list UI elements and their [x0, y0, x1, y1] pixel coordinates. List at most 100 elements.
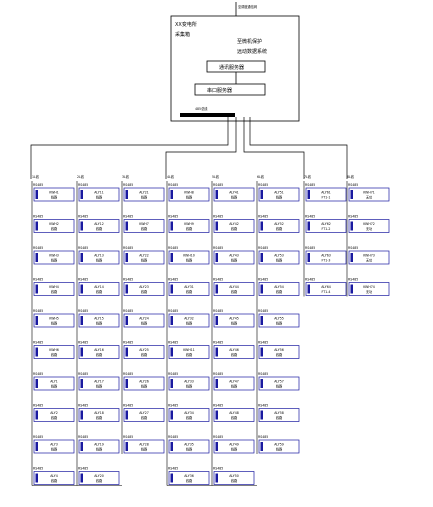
meter-tag: RS485 — [213, 467, 223, 471]
meter-sub: 线路 — [51, 226, 58, 231]
meter-name: ALY62 — [321, 222, 331, 226]
meter-terminal — [260, 253, 263, 262]
meter-name: ALY3 — [50, 443, 58, 447]
meter-box — [33, 408, 75, 422]
meter-box — [33, 282, 75, 296]
meter-name: KWH9 — [184, 222, 194, 226]
meter-name: ALY56 — [274, 348, 284, 352]
meter-box — [258, 187, 300, 202]
meter-name: ALY20 — [94, 474, 104, 478]
meter-sub: 线路 — [51, 258, 58, 263]
meter-sub: 线路 — [231, 384, 238, 389]
meter-box — [33, 187, 75, 202]
meter-sub: 线路 — [51, 352, 58, 357]
meter-terminal — [80, 221, 83, 231]
meter-terminal — [350, 190, 353, 199]
feeder-route-1 — [30, 117, 229, 179]
meter-sub: 线路 — [141, 447, 148, 452]
meter-name: ALY15 — [94, 317, 104, 321]
meter-column-6: 6L线RS485ALY51线路RS485ALY52线路RS485ALY53线路R… — [256, 174, 300, 454]
meter-terminal — [170, 473, 173, 483]
meter-name: KWH4 — [49, 285, 59, 289]
meter-sub: 无功 — [366, 226, 372, 231]
meter-box — [213, 219, 255, 233]
meter-name: ALY54 — [274, 285, 284, 289]
meter-terminal — [350, 284, 353, 294]
comm-server-label: 通讯服务器 — [219, 64, 244, 71]
meter-name: ALY61 — [321, 191, 331, 195]
meter-box — [305, 219, 347, 233]
meter-name: ALY21 — [139, 191, 149, 195]
meter-name: KWH11 — [183, 348, 195, 352]
meter-terminal — [260, 221, 263, 231]
meter-box — [123, 345, 165, 359]
meter-sub: 线路 — [276, 384, 283, 389]
meter-tag: RS485 — [258, 404, 268, 408]
meter-tag: RS485 — [78, 372, 88, 376]
meter-column-1: 1L线RS485KWH1线路RS485KWH2线路RS485KWH3线路RS48… — [31, 174, 77, 486]
meter-box — [78, 471, 120, 485]
meter-box — [78, 345, 120, 359]
meter-tag: RS485 — [213, 372, 223, 376]
meter-sub: 线路 — [276, 415, 283, 420]
meter-terminal — [260, 379, 263, 388]
meter-box — [348, 219, 390, 233]
meter-sub: 线路 — [276, 447, 283, 452]
meter-name: KWH3 — [49, 254, 59, 258]
meter-tag: RS485 — [258, 341, 268, 345]
meter-tag: RS485 — [258, 278, 268, 282]
meter-terminal — [125, 253, 128, 262]
meter-terminal — [35, 473, 38, 483]
meter-sub: 线路 — [141, 258, 148, 263]
meter-name: ALY4 — [50, 474, 58, 478]
serial-server-box — [194, 83, 266, 96]
meter-column-4: 4L线RS485KWH8线路RS485KWH9线路RS485KWH10线路RS4… — [166, 174, 212, 486]
meter-box — [348, 187, 390, 202]
meter-tag: RS485 — [168, 309, 178, 313]
meter-name: KWH5 — [49, 317, 59, 321]
meter-box — [258, 250, 300, 265]
meter-tag: RS485 — [168, 372, 178, 376]
meter-name: ALY44 — [229, 285, 239, 289]
meter-name: KWH6 — [49, 348, 59, 352]
meter-terminal — [260, 284, 263, 294]
meter-name: KWH1 — [49, 191, 59, 195]
meter-tag: RS485 — [123, 215, 133, 219]
meter-terminal — [170, 190, 173, 199]
meter-column-8: 8L线RS485KWH71无功RS485KWH72无功RS485KWH73无功R… — [346, 174, 390, 297]
meter-sub: 线路 — [141, 195, 148, 200]
meter-box — [168, 187, 210, 202]
meter-terminal — [80, 347, 83, 357]
meter-box — [258, 219, 300, 233]
meter-sub: FT1-3 — [322, 259, 331, 263]
meter-terminal — [307, 284, 310, 294]
meter-column-5: 5L线RS485ALY41线路RS485ALY42线路RS485ALY43线路R… — [211, 174, 257, 486]
meter-tag: RS485 — [168, 183, 178, 187]
meter-terminal — [80, 190, 83, 199]
meter-terminal — [215, 316, 218, 325]
meter-tag: RS485 — [33, 404, 43, 408]
meter-tag: RS485 — [33, 309, 43, 313]
meter-name: ALY13 — [94, 254, 104, 258]
meter-name: ALY25 — [139, 348, 149, 352]
meter-box — [213, 313, 255, 328]
